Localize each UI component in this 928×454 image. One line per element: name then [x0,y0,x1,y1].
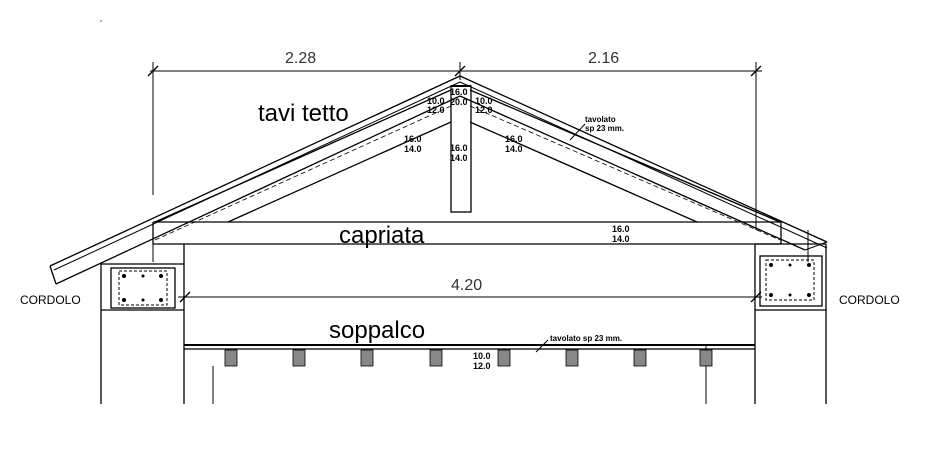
rafter-right-section-2: 14.0 [505,144,523,154]
ring-beam-left [110,267,176,309]
right-span-dimension: 2.16 [588,50,619,67]
rafter-left-section-1: 16.0 [404,134,422,144]
left-span-dimension: 2.28 [285,50,316,67]
roof-joists [49,75,828,285]
truss-label: capriata [339,222,425,249]
tie-beam [152,221,782,245]
joist-section-1: 10.0 [473,351,491,361]
tie-beam-section-2: 14.0 [612,234,630,244]
tie-beam-section-1: 16.0 [612,224,630,234]
top-dimension-line [147,62,762,230]
loft-boarding-leader [535,339,549,353]
ring-beam-right-label: CORDOLO [839,293,900,307]
ridge-right-section-2: 12.0 [475,105,493,115]
rafter-left [154,89,452,241]
ridge-left-section-1: 10.0 [427,96,445,106]
rafter-right-section-1: 16.0 [505,134,523,144]
roof-boarding-leader [569,123,586,141]
ring-beam-left-label: CORDOLO [20,293,81,307]
ridge-section-top: 16.0 [450,87,468,97]
king-post-section-2: 14.0 [450,153,468,163]
ridge-section-bottom: 20.0 [450,97,468,107]
loft-label: soppalco [329,317,425,344]
joist-section-2: 12.0 [473,361,491,371]
loft-boarding-note: tavolato sp 23 mm. [550,334,622,343]
rafter-left-section-2: 14.0 [404,144,422,154]
king-post-section-1: 16.0 [450,143,468,153]
stray-dot [100,20,102,22]
inner-dimension-line [178,291,762,303]
walls [100,243,827,404]
rafter-right [469,89,781,241]
roof-joists-label: tavi tetto [258,100,349,127]
loft-floor [184,344,755,404]
roof-boarding-note-line1: tavolato [585,115,616,124]
ring-beam-right [759,255,823,307]
ridge-right-section-1: 10.0 [475,96,493,106]
inner-span-dimension: 4.20 [451,277,482,294]
roof-boarding-note-line2: sp 23 mm. [585,124,624,133]
loft-joists [224,349,713,367]
ridge-left-section-2: 12.0 [427,105,445,115]
